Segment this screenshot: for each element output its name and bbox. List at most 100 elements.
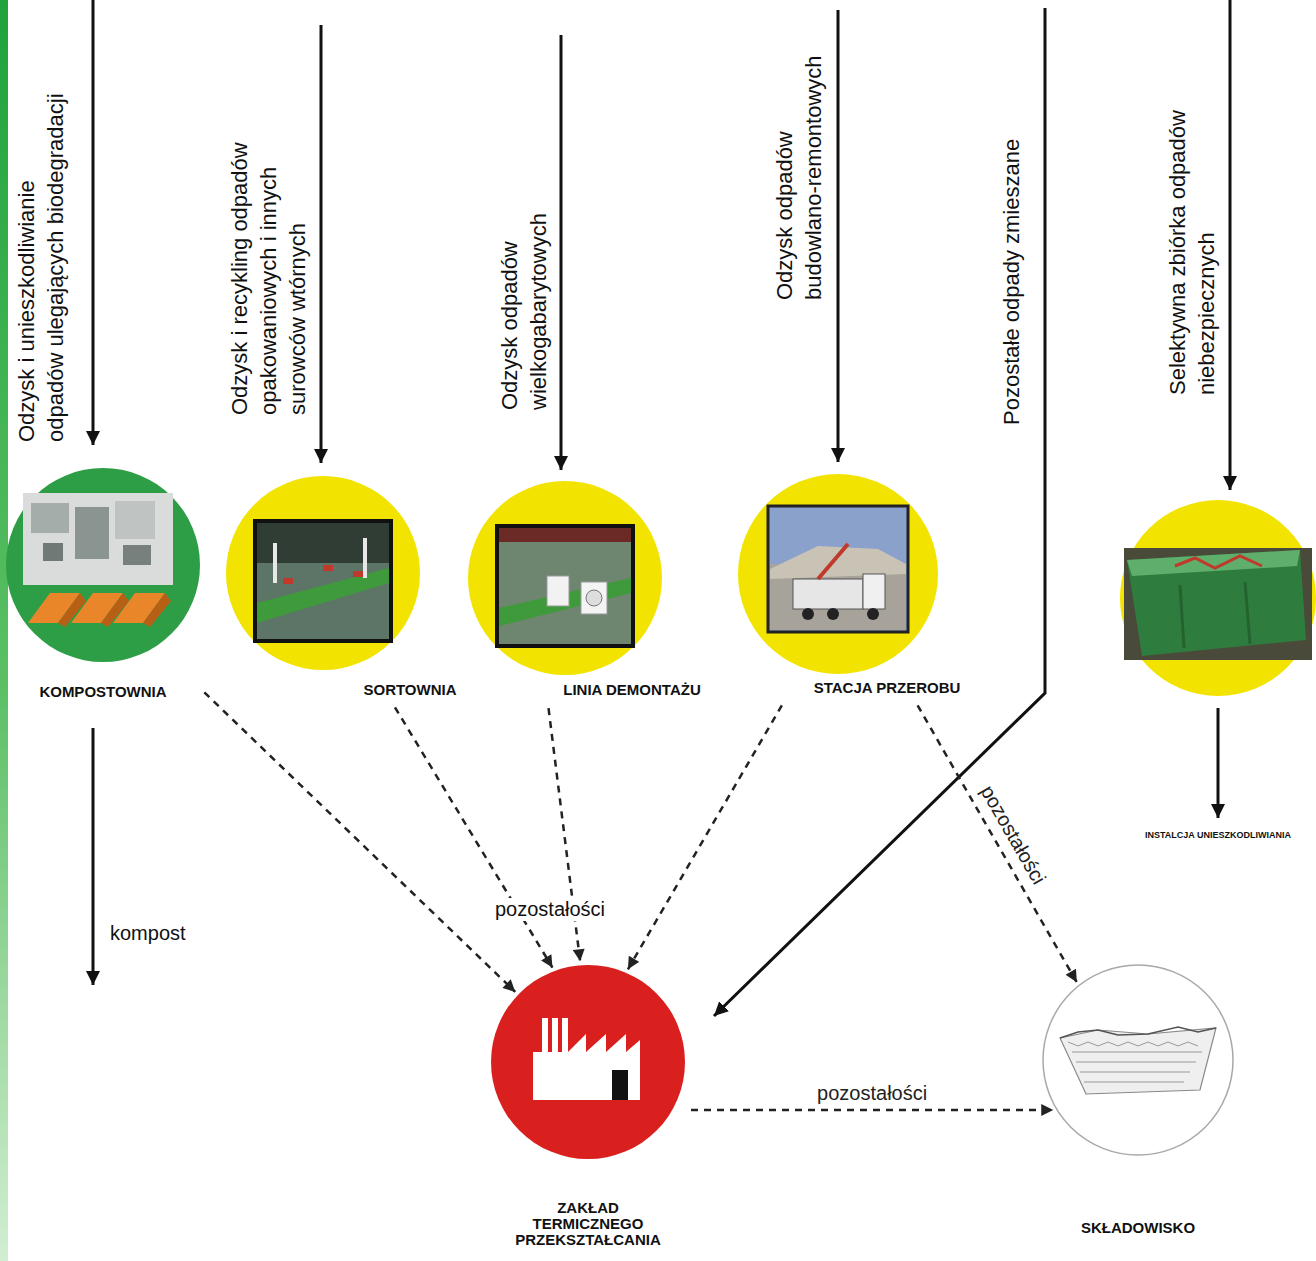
residue-connector — [628, 705, 782, 969]
caption-line: budowlano-remontowych — [799, 55, 828, 300]
station-shape — [226, 476, 457, 702]
side-strip — [0, 0, 8, 1261]
landfill-hatch — [1072, 1052, 1202, 1053]
residue-connector — [549, 708, 581, 961]
input-arrow — [320, 25, 323, 463]
flow-caption: Odzysk odpadów budowlano-remontowych — [770, 55, 828, 300]
container-rib — [1180, 585, 1184, 648]
sorted-item — [283, 578, 293, 584]
sorting-photo — [255, 521, 391, 641]
residue-connector — [691, 1109, 1053, 1112]
station-circle — [1043, 965, 1233, 1155]
building-part — [115, 501, 155, 539]
station-graphic — [6, 468, 200, 662]
hazard-arrow — [1217, 708, 1220, 818]
station-label: KOMPOSTOWNIA — [39, 684, 166, 700]
station-graphic — [226, 476, 420, 670]
building-part — [43, 543, 63, 561]
station-node: SORTOWNIA — [226, 476, 457, 702]
factory-icon — [533, 1018, 640, 1100]
station-label: LINIA DEMONTAŻU — [563, 682, 700, 698]
station-circle — [738, 474, 938, 674]
container-waste — [1175, 556, 1262, 568]
truck-body — [793, 579, 863, 609]
landfill-hatch — [1084, 1082, 1184, 1083]
sorted-item — [323, 565, 333, 571]
truck-cab — [863, 574, 885, 609]
residue-connector — [395, 707, 552, 967]
station-node: SKŁADOWISKO — [1043, 965, 1233, 1240]
flow-caption: Pozostałe odpady zmieszane — [997, 139, 1026, 425]
hazard-photo — [1124, 548, 1312, 660]
caption-line: Pozostałe odpady zmieszane — [997, 139, 1026, 425]
mixed-waste-arrow — [714, 8, 1045, 1016]
station-graphic — [738, 474, 938, 674]
hazard-circle — [1120, 500, 1316, 696]
station-label: SORTOWNIA — [363, 682, 456, 698]
caption-line: odpadów ulegających biodegradacji — [41, 93, 70, 442]
flow-caption: Odzysk i recykling odpadów opakowaniowyc… — [225, 142, 312, 415]
station-label: STACJA PRZEROBU — [814, 680, 961, 696]
input-arrow — [1229, 0, 1232, 490]
building-photo — [23, 493, 173, 585]
station-shape — [6, 468, 200, 704]
station-shape — [1043, 965, 1233, 1240]
sorted-item — [353, 571, 363, 577]
station-graphic — [468, 481, 662, 675]
station-label: ZAKŁAD TERMICZNEGO PRZEKSZTAŁCANIA — [501, 1200, 676, 1249]
landfill-hatch — [1080, 1072, 1190, 1073]
connector-label: pozostałości — [814, 1082, 930, 1105]
factory-door — [612, 1070, 628, 1100]
caption-line: Odzysk odpadów — [495, 213, 524, 410]
flow-caption: Odzysk i unieszkodliwianie odpadów ulega… — [12, 93, 70, 442]
residue-connector — [918, 705, 1077, 982]
compost-pile-side — [143, 593, 171, 627]
station-graphic — [1043, 965, 1233, 1155]
truck-wheel — [867, 608, 879, 620]
hall-band — [499, 528, 631, 542]
building-part — [75, 507, 109, 559]
caption-line: opakowaniowych i innych — [254, 142, 283, 415]
residue-connector — [204, 692, 515, 992]
truck-crane — [818, 544, 848, 579]
appliance — [547, 576, 569, 606]
caption-line: wielkogabarytowych — [524, 213, 553, 410]
station-circle — [6, 468, 200, 662]
hall-post — [273, 543, 277, 583]
station-shape — [738, 474, 960, 700]
input-arrows — [93, 0, 1230, 1016]
container-body — [1127, 550, 1306, 656]
landfill-hatch — [1068, 1042, 1198, 1046]
building-part — [123, 545, 151, 565]
landfill-sketch — [1060, 1028, 1216, 1094]
input-arrow — [560, 35, 563, 470]
station-node: ZAKŁAD TERMICZNEGO PRZEKSZTAŁCANIA — [491, 965, 685, 1253]
dismantling-photo — [497, 526, 633, 646]
landfill-top — [1060, 1027, 1216, 1038]
flow-note: pozostałości — [492, 898, 608, 921]
hall-post — [363, 538, 367, 578]
caption-line: Selektywna zbiórka odpadów — [1163, 110, 1192, 395]
hazard-station — [1120, 500, 1316, 696]
building-part — [31, 503, 69, 533]
station-node: LINIA DEMONTAŻU — [468, 481, 701, 702]
appliance-door — [586, 590, 602, 606]
caption-line: surowców wtórnych — [283, 142, 312, 415]
flow-note: INSTALCJA UNIESZKODLIWIANIA — [1145, 830, 1291, 840]
input-arrow — [837, 10, 840, 462]
flow-caption: Selektywna zbiórka odpadów niebezpieczny… — [1163, 110, 1221, 395]
station-circle — [491, 965, 685, 1159]
station-node: STACJA PRZEROBU — [738, 474, 960, 700]
truck-wheel — [827, 608, 839, 620]
truck-wheel — [802, 608, 814, 620]
container-rim — [1127, 550, 1300, 576]
processing-photo — [768, 506, 908, 632]
station-circle — [468, 481, 662, 675]
flow-caption: Odzysk odpadów wielkogabarytowych — [495, 213, 553, 410]
rubble-heap — [770, 546, 906, 579]
connector-label: pozostałości — [974, 779, 1052, 891]
station-graphic — [491, 965, 685, 1159]
station-circle — [226, 476, 420, 670]
